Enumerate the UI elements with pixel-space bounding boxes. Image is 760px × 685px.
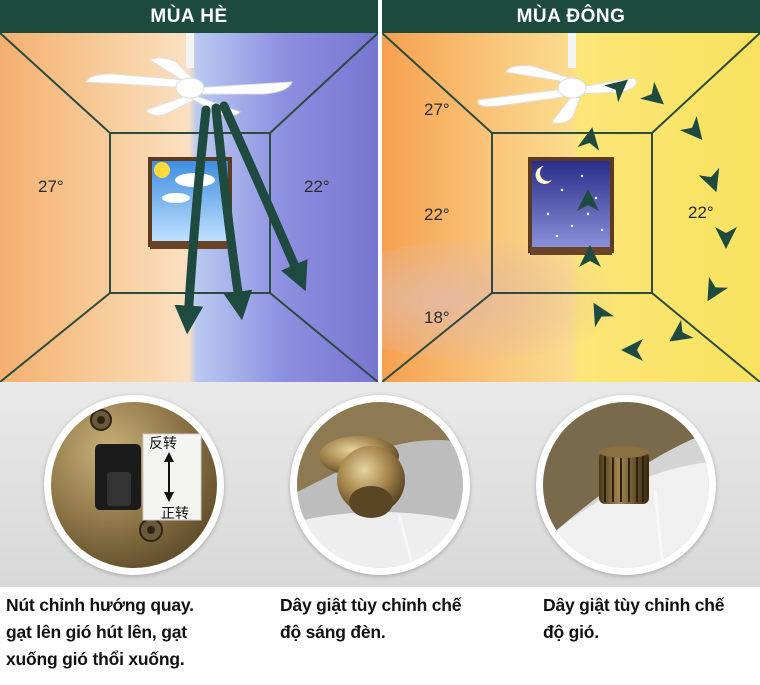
winter-room-illustration [382, 0, 760, 382]
airflow-arrow [219, 101, 308, 292]
winter-title: MÙA ĐÔNG [382, 0, 760, 33]
summer-temp-right: 22° [304, 177, 330, 196]
caption-speed-pull-chain: Dây giật tùy chỉnh chế độ gió. [543, 592, 725, 646]
circulation-arrows [577, 79, 737, 361]
airflow-arrow [211, 103, 253, 321]
caption-line: Dây giật tùy chỉnh chế [543, 595, 725, 615]
caption-line: gạt lên gió hút lên, gạt [6, 622, 187, 642]
airflow-arrow [174, 105, 211, 335]
light-pull-chain-photo [290, 395, 470, 575]
caption-direction-switch: Nút chỉnh hướng quay. gạt lên gió hút lê… [6, 592, 194, 673]
winter-temp-bottom: 18° [424, 308, 450, 327]
caption-line: độ gió. [543, 622, 599, 642]
forward-label: 正转 [161, 506, 189, 522]
summer-panel: MÙA HÈ 27° 22° [0, 0, 378, 382]
direction-switch-photo: 反转 正转 [44, 395, 224, 575]
window-night [528, 157, 614, 255]
caption-line: Nút chỉnh hướng quay. [6, 595, 194, 615]
caption-line: Dây giật tùy chỉnh chế [280, 595, 462, 615]
winter-temp-top: 27° [424, 100, 450, 119]
winter-temp-right: 22° [688, 203, 714, 222]
summer-room-illustration [0, 0, 378, 382]
speed-pull-chain-photo [536, 395, 716, 575]
winter-panel: MÙA ĐÔNG 27° 22° 18° 22° [382, 0, 760, 382]
ceiling-fan [85, 33, 293, 117]
summer-temp-left: 27° [38, 177, 64, 196]
caption-line: độ sáng đèn. [280, 622, 386, 642]
winter-temp-mid: 22° [424, 205, 450, 224]
caption-line: xuống gió thổi xuống. [6, 649, 185, 669]
reverse-label: 反转 [149, 436, 177, 452]
summer-title: MÙA HÈ [0, 0, 378, 33]
caption-light-pull-chain: Dây giật tùy chỉnh chế độ sáng đèn. [280, 592, 462, 646]
